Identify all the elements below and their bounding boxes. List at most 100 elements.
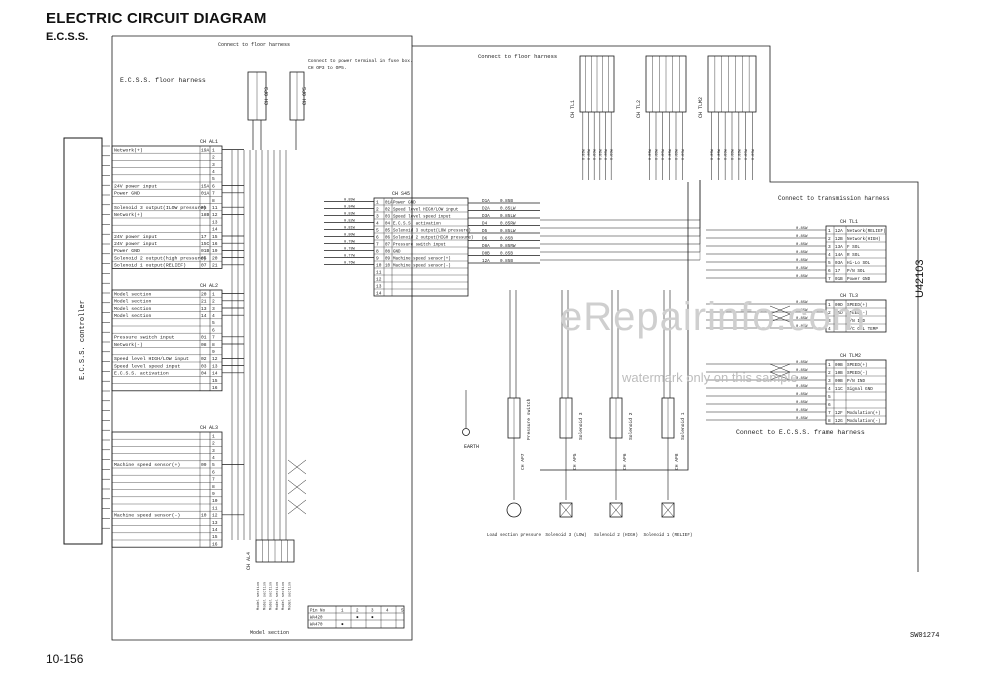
wire-color: 0.85W	[796, 227, 808, 231]
connector-al1-row-wire: 18B	[201, 212, 210, 218]
s45-label: Machine speed sensor(-)	[393, 263, 451, 268]
s45-pin: 5	[376, 227, 379, 233]
wire-color: 0.78W	[344, 248, 356, 252]
floor-harness-boundary	[111, 36, 919, 641]
model-table-header: 5	[401, 610, 404, 614]
connector-al1-row-wire: 01A	[201, 191, 210, 197]
connector-tl3-table-pin: 2	[828, 310, 831, 316]
s45-wire: 03	[385, 215, 391, 219]
controller-label: E.C.S.S. controller	[79, 300, 87, 380]
connector-tl3-table-row-label: SPEED(-)	[847, 311, 868, 316]
connector-tlm2-table-pin: 3	[828, 378, 831, 384]
connector-al1-row-label: 24V power input	[114, 183, 157, 189]
crossing-wire	[287, 459, 307, 475]
connector-al1-row-wire: 15A	[201, 183, 210, 189]
wire-color: 0.85W	[796, 325, 808, 329]
page-title: ELECTRIC CIRCUIT DIAGRAM	[46, 10, 267, 27]
connector-tl3-table-row-label: SPEED(+)	[847, 303, 868, 308]
connector-al3-row-pin: 16	[212, 541, 218, 547]
wire-color: 0.85W	[796, 361, 808, 365]
connector-tl1-table-wire: 12B	[835, 237, 843, 242]
model-table-header: 2	[356, 610, 359, 614]
connector-al1-row-wire: 19A	[201, 147, 210, 153]
wire-color: 0.85W	[796, 275, 808, 279]
fuse-box-label-2: CH OP3 to OP5.	[308, 65, 347, 71]
connector-tl1-table-wire: 17	[835, 269, 841, 274]
connector-s45-label: CH S45	[392, 191, 410, 197]
connector-al2-row-pin: 14	[212, 371, 218, 377]
connector-tl1-table-wire: 14A	[835, 253, 843, 258]
connector-tl2-label: CH TL2	[636, 100, 642, 118]
s45-label: Pressure switch input	[393, 242, 446, 247]
connector-tl3-table-pin: 1	[828, 302, 831, 308]
load-caption: Solenoid 3 (LOW)	[545, 533, 586, 538]
fuse-box-label: Connect to power terminal in fuse box.	[308, 58, 413, 64]
wire-color: 0.85W	[599, 148, 603, 160]
s45-pin: 14	[376, 290, 382, 296]
connector-al1-row-pin: 11	[212, 205, 218, 211]
connector-tl1-table-wire: 12A	[835, 229, 843, 234]
load-ch-label: CH AP7	[520, 453, 526, 470]
connector-al3-row-pin: 13	[212, 520, 218, 526]
connector-al2-row-pin: 4	[212, 313, 215, 319]
connector-al3-label: CH AL3	[200, 425, 218, 431]
s45-wire: 08	[385, 250, 391, 254]
pressure-switch-symbol	[506, 502, 522, 518]
s45-wire: 09	[385, 257, 391, 261]
s45-wire: 05	[385, 229, 391, 233]
connector-tl1-table-row-label: Hi-Lo SOL	[847, 261, 871, 266]
connector-tlm2-table-wire: 10B	[835, 371, 843, 376]
s45-pin: 6	[376, 234, 379, 240]
wire-color: 0.85W	[588, 148, 592, 160]
s45-label: Solenoid 2 output(HIGH pressure)	[393, 235, 473, 240]
solenoid-cross	[609, 502, 623, 518]
connector-al3-row-pin: 2	[212, 441, 215, 447]
earth-label: EARTH	[464, 444, 479, 450]
connector-tlm2-table-pin: 6	[828, 402, 831, 408]
connector-tlm2-table-pin: 5	[828, 394, 831, 400]
connector-al1-row-pin: 12	[212, 212, 218, 218]
connector-al3-row-pin: 15	[212, 534, 218, 540]
connector-al3-row-pin: 10	[212, 498, 218, 504]
connector-al1-row-label: Power GND	[114, 248, 140, 254]
s45-pin: 2	[376, 206, 379, 212]
al4-pin-label: Model section	[281, 582, 286, 610]
connector-tlm2-table-pin: 4	[828, 386, 831, 392]
wire-color: 0.85W	[796, 369, 808, 373]
connector-al1-row-pin: 8	[212, 198, 215, 204]
connector-al3-row-pin: 7	[212, 477, 215, 483]
connector-al1-label: CH AL1	[200, 139, 218, 145]
connector-al2-row-wire: 21	[201, 299, 207, 305]
connector-al2-row-pin: 16	[212, 385, 218, 391]
s45-label: Speed level HIGH/LOW input	[393, 207, 459, 212]
connector-al3-row-pin: 14	[212, 527, 218, 533]
connector-tlm2-table-row-label: SPEED(+)	[847, 363, 868, 368]
connector-al2-row-wire: 02	[201, 356, 207, 362]
connector-tl1-table-pin: 1	[828, 228, 831, 234]
connector-al3-row-wire: 09	[201, 462, 207, 468]
wire-color: 0.85W	[745, 148, 749, 160]
connector-al3-row-pin: 3	[212, 448, 215, 454]
connector-tl1-table-pin: 5	[828, 260, 831, 266]
connector-al3-row-pin: 12	[212, 513, 218, 519]
al4-pin-label: Model section	[288, 582, 293, 610]
connector-al1-row-pin: 7	[212, 191, 215, 197]
connector-tl1-table-pin: 4	[828, 252, 831, 258]
connector-al2-row-pin: 3	[212, 306, 215, 312]
solenoid-symbol	[661, 502, 675, 518]
s45-label: Power GND	[393, 201, 416, 205]
s45-wire: 10	[385, 264, 391, 268]
twist	[769, 371, 791, 381]
connector-al2-row-label: Model section	[114, 291, 152, 297]
model-table-header: 3	[371, 610, 374, 614]
connector-al2-row-pin: 13	[212, 363, 218, 369]
connector-al2-row-pin: 9	[212, 349, 215, 355]
s45-label: Solenoid 3 output(LOW pressure)	[393, 228, 471, 233]
connector-tlm2-top	[707, 55, 757, 113]
load-name-label: Pressure switch	[526, 398, 532, 440]
model-table	[307, 605, 405, 629]
connector-al2-row-pin: 5	[212, 320, 215, 326]
connector-al4-label: CH AL4	[246, 552, 252, 570]
connector-al2-row-label: Model section	[114, 313, 152, 319]
model-section-label: Model section	[250, 630, 289, 636]
